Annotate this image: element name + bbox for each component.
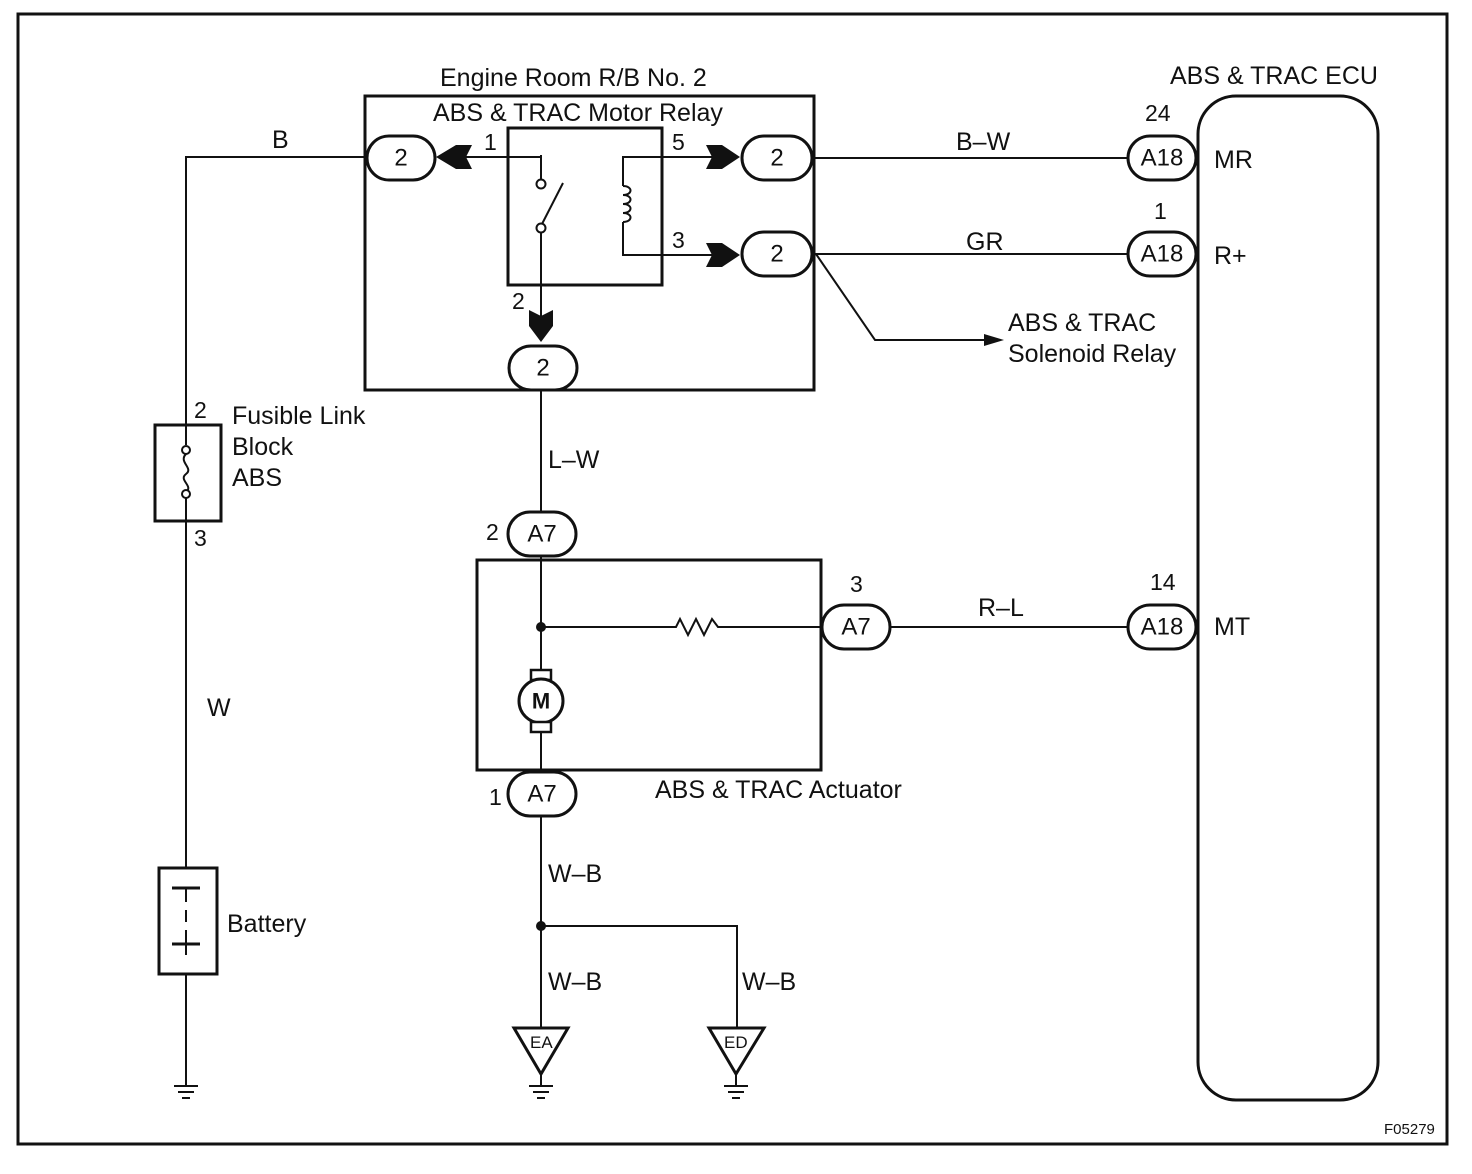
ecu-terminal-rplus: R+ xyxy=(1214,242,1247,270)
rb-connector-left: 2 xyxy=(365,134,437,182)
svg-text:2: 2 xyxy=(770,241,783,268)
battery-label: Battery xyxy=(227,910,307,938)
pin5-terminal-arrow xyxy=(706,145,740,169)
diagram-frame xyxy=(16,12,1449,1146)
svg-text:A7: A7 xyxy=(527,781,556,808)
wire-gr-label: GR xyxy=(966,228,1004,256)
wire-lw-label: L–W xyxy=(548,446,600,474)
ecu-pin-mr: 24 xyxy=(1145,100,1171,126)
fusible-link-pin-in: 2 xyxy=(194,397,207,423)
actuator-label: ABS & TRAC Actuator xyxy=(655,776,902,804)
ecu-label: ABS & TRAC ECU xyxy=(1170,62,1378,90)
svg-text:A7: A7 xyxy=(841,614,870,641)
svg-text:A7: A7 xyxy=(527,521,556,548)
svg-text:EA: EA xyxy=(530,1033,553,1052)
fusible-link-box xyxy=(153,423,223,523)
motor-relay-box xyxy=(506,126,664,287)
relay-pin-5: 5 xyxy=(672,129,685,155)
ecu-terminal-mr: MR xyxy=(1214,146,1253,174)
relay-pin-1: 1 xyxy=(484,129,497,155)
relay-pin-2: 2 xyxy=(512,288,525,314)
motor-symbol: M xyxy=(517,668,565,734)
solenoid-relay-label-1: ABS & TRAC xyxy=(1008,309,1156,337)
ground-ed-icon: ED xyxy=(706,1026,767,1099)
rb-connector-rplus: 2 xyxy=(740,230,814,278)
a7-pin-top: 2 xyxy=(486,519,499,545)
rb-connector-mr: 2 xyxy=(740,134,814,182)
a18-connector-rplus: A18 xyxy=(1126,230,1198,278)
motor-relay-label: ABS & TRAC Motor Relay xyxy=(433,99,723,127)
wire-w-label: W xyxy=(207,694,231,722)
solenoid-relay-arrow xyxy=(984,334,1004,346)
relay-pin-3: 3 xyxy=(672,227,685,253)
a18-connector-mr: A18 xyxy=(1126,134,1198,182)
svg-text:2: 2 xyxy=(536,355,549,382)
relay-switch xyxy=(535,155,564,330)
wire-wb-ed-label: W–B xyxy=(742,968,796,996)
a7-connector-right: A7 xyxy=(820,603,892,651)
relay-coil xyxy=(622,156,664,256)
a7-connector-bottom: A7 xyxy=(506,770,578,818)
wire-b-label: B xyxy=(272,126,289,154)
battery-box xyxy=(157,866,219,976)
relay-block-label: Engine Room R/B No. 2 xyxy=(440,64,707,92)
relay-block-box xyxy=(363,94,816,392)
fusible-link-pin-out: 3 xyxy=(194,525,207,551)
a7-pin-bottom: 1 xyxy=(489,784,502,810)
solenoid-relay-label-2: Solenoid Relay xyxy=(1008,340,1177,368)
svg-text:A18: A18 xyxy=(1141,614,1184,641)
fusible-link-block-label: Block xyxy=(232,433,294,461)
svg-text:A18: A18 xyxy=(1141,145,1184,172)
svg-text:ED: ED xyxy=(724,1033,748,1052)
svg-text:2: 2 xyxy=(394,145,407,172)
a7-pin-right: 3 xyxy=(850,571,863,597)
ecu-pin-mt: 14 xyxy=(1150,569,1176,595)
ground-ea-icon: EA xyxy=(511,1026,571,1099)
wire-rl-label: R–L xyxy=(978,594,1024,622)
svg-text:2: 2 xyxy=(770,145,783,172)
fusible-link-label: Fusible Link xyxy=(232,402,366,430)
svg-text:A18: A18 xyxy=(1141,241,1184,268)
pin3-terminal-arrow xyxy=(706,243,740,267)
battery-ground-icon xyxy=(174,1085,198,1099)
figure-code: F05279 xyxy=(1384,1121,1435,1138)
fusible-link-abs-label: ABS xyxy=(232,464,282,492)
pin2-terminal-arrow xyxy=(529,310,553,342)
a18-connector-mt: A18 xyxy=(1126,603,1198,651)
wire-wb-ea-label: W–B xyxy=(548,968,602,996)
ecu-terminal-mt: MT xyxy=(1214,613,1250,641)
pin1-terminal-arrow xyxy=(436,145,472,169)
ecu-pin-rplus: 1 xyxy=(1154,198,1167,224)
a7-connector-top: A7 xyxy=(506,510,578,558)
fusible-link-symbol xyxy=(181,445,191,499)
svg-text:M: M xyxy=(532,689,550,714)
ecu-box xyxy=(1196,94,1380,1102)
wire-bw-label: B–W xyxy=(956,128,1011,156)
wire-wb-main-label: W–B xyxy=(548,860,602,888)
battery-symbol xyxy=(172,886,200,955)
rb-connector-bottom: 2 xyxy=(507,344,579,392)
actuator-box xyxy=(475,558,823,772)
